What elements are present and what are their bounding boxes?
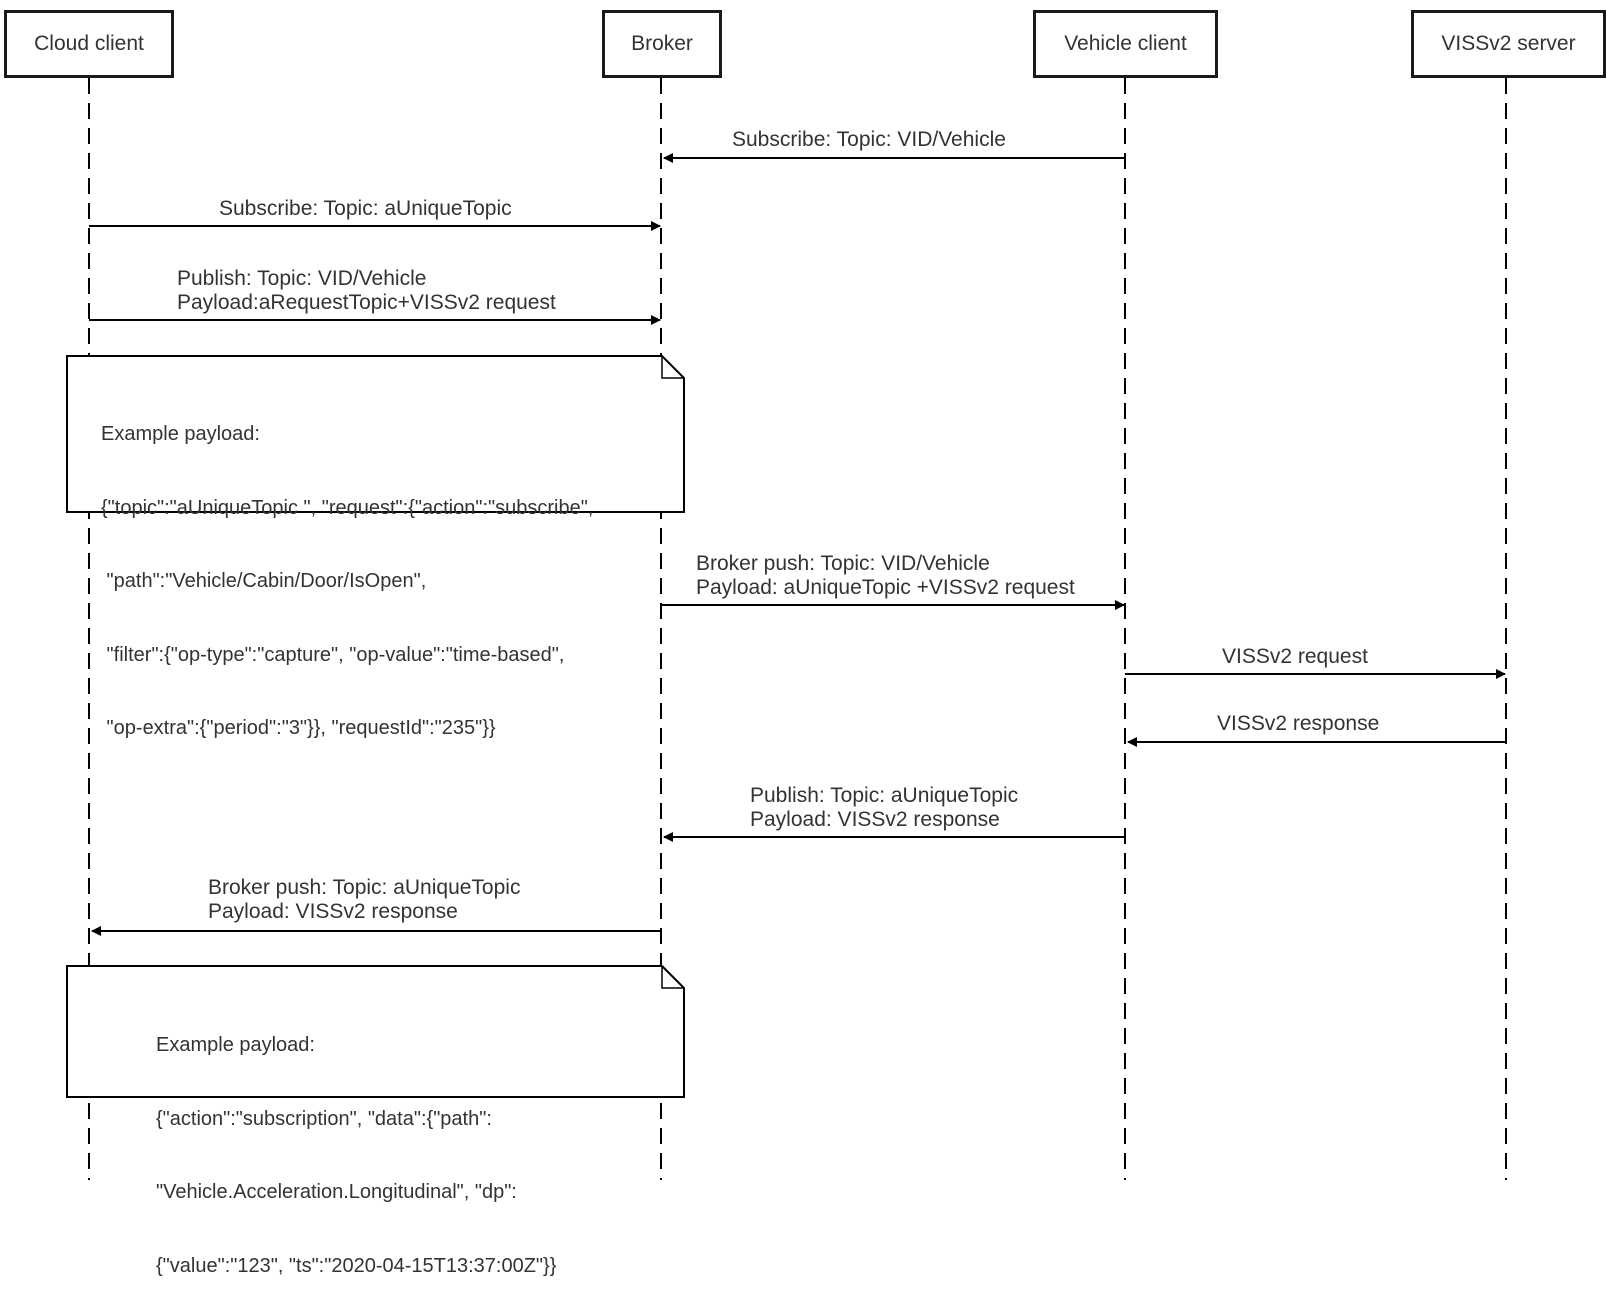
message-label-broker-push-vehicle: Broker push: Topic: VID/Vehicle Payload:… [696,552,1075,599]
participant-broker: Broker [602,10,722,78]
participant-vehicle-client: Vehicle client [1033,10,1218,78]
note-text-1: Example payload: {"topic":"aUniqueTopic … [101,423,594,739]
note-fold-2 [661,966,684,989]
participant-cloud-client: Cloud client [4,10,174,78]
message-label-broker-push-cloud: Broker push: Topic: aUniqueTopic Payload… [208,876,521,923]
message-label-publish-vid: Publish: Topic: VID/Vehicle Payload:aReq… [177,267,556,314]
message-label-viss-request: VISSv2 request [1222,645,1368,668]
message-label-subscribe-unique: Subscribe: Topic: aUniqueTopic [219,197,512,220]
message-label-subscribe-vid: Subscribe: Topic: VID/Vehicle [732,128,1006,151]
participant-vissv2-server: VISSv2 server [1411,10,1606,78]
sequence-diagram-canvas [66,78,1507,1180]
note-box-2 [66,965,685,1098]
note-fold-1 [661,356,684,379]
note-text-2: Example payload: {"action":"subscription… [156,1034,557,1277]
message-label-viss-response: VISSv2 response [1217,712,1380,735]
message-label-publish-unique: Publish: Topic: aUniqueTopic Payload: VI… [750,784,1019,831]
note-box-1 [66,355,685,513]
